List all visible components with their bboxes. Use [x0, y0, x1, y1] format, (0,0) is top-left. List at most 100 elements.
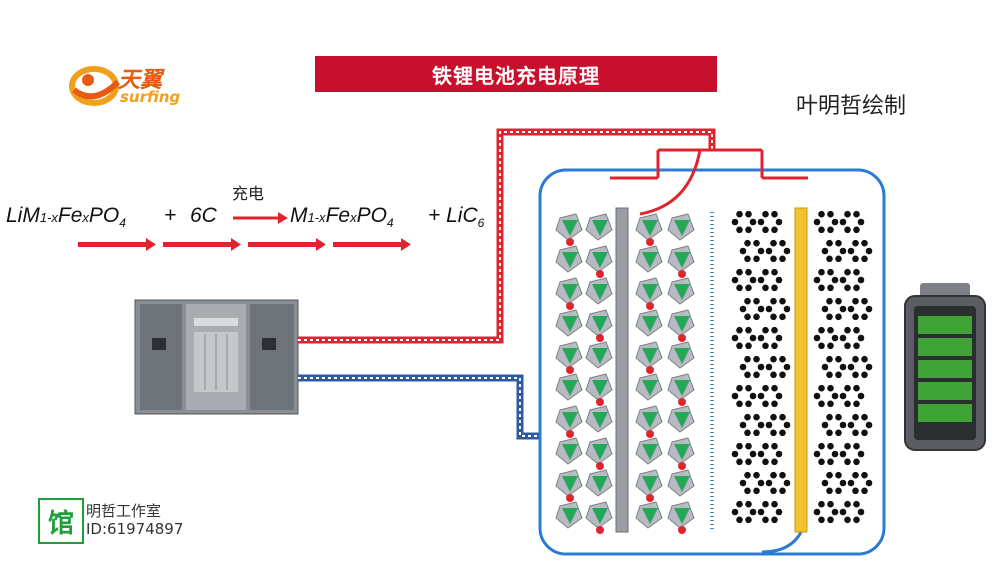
graphite-ring-icon [821, 413, 847, 437]
cathode-crystal-icon [585, 213, 613, 241]
graphite-ring-icon [731, 500, 757, 524]
cathode-crystal-icon [635, 469, 663, 502]
cathode-crystal-icon [667, 501, 695, 534]
cathode-crystal-icon [555, 469, 583, 502]
graphite-ring-icon [813, 326, 839, 350]
graphite-ring-icon [839, 268, 865, 292]
graphite-ring-icon [813, 210, 839, 234]
charger-cabinet-icon [134, 299, 299, 415]
graphite-ring-icon [847, 297, 873, 321]
logo-brand-cn: 天翼 [118, 68, 163, 93]
author-credit: 叶明哲绘制 [796, 94, 907, 119]
logo-brand-en: surfing [120, 88, 181, 106]
cathode-crystal-icon [585, 405, 613, 433]
graphite-ring-icon [813, 442, 839, 466]
cathode-collector [615, 207, 629, 533]
graphite-ring-icon [757, 500, 783, 524]
graphite-ring-icon [765, 471, 791, 495]
cathode-crystal-icon [585, 469, 613, 497]
graphite-ring-icon [839, 442, 865, 466]
graphite-ring-icon [813, 384, 839, 408]
cathode-crystal-icon [555, 341, 583, 374]
positive-wire [298, 128, 716, 344]
cathode-crystal-icon [667, 469, 695, 497]
graphite-ring-icon [813, 500, 839, 524]
reactant-lifepo4: LiM1-xFexPO4 [6, 204, 126, 231]
graphite-ring-icon [821, 239, 847, 263]
graphite-ring-icon [731, 384, 757, 408]
cathode-crystal-icon [555, 245, 583, 273]
page-title: 铁锂电池充电原理 [432, 63, 600, 88]
graphite-ring-icon [757, 442, 783, 466]
graphite-ring-icon [821, 297, 847, 321]
cathode-crystal-icon [585, 501, 613, 534]
cathode-crystal-icon [585, 373, 613, 406]
graphite-ring-icon [765, 413, 791, 437]
graphite-ring-icon [757, 210, 783, 234]
cathode-crystal-icon [635, 245, 663, 273]
graphite-ring-icon [821, 355, 847, 379]
cathode-crystal-icon [635, 373, 663, 401]
studio-name: 明哲工作室 [86, 502, 162, 520]
graphite-ring-icon [839, 384, 865, 408]
cathode-crystal-icon [635, 309, 663, 337]
cathode-crystal-icon [585, 309, 613, 342]
graphite-ring-icon [739, 239, 765, 263]
title-banner: 铁锂电池充电原理 [315, 56, 717, 92]
cathode-crystal-icon [555, 277, 583, 310]
cathode-crystal-icon [635, 213, 663, 246]
cathode-crystal-icon [635, 405, 663, 438]
graphite-ring-icon [739, 413, 765, 437]
graphite-ring-icon [731, 268, 757, 292]
graphite-ring-icon [839, 326, 865, 350]
cathode-crystal-icon [667, 373, 695, 406]
cathode-crystal-icon [555, 373, 583, 401]
cathode-crystal-icon [667, 437, 695, 470]
product-lic6: + LiC6 [428, 204, 485, 231]
graphite-ring-icon [821, 471, 847, 495]
graphite-ring-icon [839, 210, 865, 234]
cathode-crystal-icon [585, 341, 613, 369]
cathode-crystal-icon [667, 245, 695, 278]
cathode-crystal-icon [555, 405, 583, 438]
cathode-crystal-icon [585, 245, 613, 278]
graphite-ring-icon [847, 413, 873, 437]
cathode-crystal-icon [667, 309, 695, 342]
graphite-ring-icon [765, 297, 791, 321]
graphite-ring-icon [757, 326, 783, 350]
cathode-crystal-icon [555, 213, 583, 246]
cathode-lattice [555, 213, 695, 534]
cathode-crystal-icon [555, 437, 583, 465]
studio-id: ID:61974897 [86, 520, 184, 538]
graphite-ring-icon [739, 297, 765, 321]
cathode-crystal-icon [585, 437, 613, 470]
graphite-ring-icon [847, 239, 873, 263]
cathode-crystal-icon [667, 341, 695, 369]
studio-badge: 馆 [38, 498, 84, 544]
charge-arrow-icon [233, 212, 288, 224]
cathode-crystal-icon [667, 213, 695, 241]
graphite-ring-icon [765, 239, 791, 263]
graphite-ring-icon [731, 210, 757, 234]
graphite-ring-icon [731, 326, 757, 350]
graphite-ring-icon [757, 268, 783, 292]
reactant-carbon: 6C [190, 204, 217, 227]
anode-collector [794, 207, 808, 533]
surfing-logo-icon [69, 66, 121, 106]
graphite-ring-icon [731, 442, 757, 466]
graphite-ring-icon [739, 355, 765, 379]
graphite-ring-icon [813, 268, 839, 292]
graphite-ring-icon [757, 384, 783, 408]
charge-label: 充电 [232, 184, 265, 203]
graphite-ring-icon [765, 355, 791, 379]
cathode-crystal-icon [635, 501, 663, 529]
graphite-anode [731, 210, 873, 524]
battery-charging-icon [904, 283, 986, 451]
cell-terminals [610, 148, 808, 554]
cathode-crystal-icon [667, 405, 695, 433]
cathode-crystal-icon [555, 309, 583, 337]
graphite-ring-icon [847, 355, 873, 379]
cathode-crystal-icon [585, 277, 613, 305]
cathode-crystal-icon [635, 341, 663, 374]
